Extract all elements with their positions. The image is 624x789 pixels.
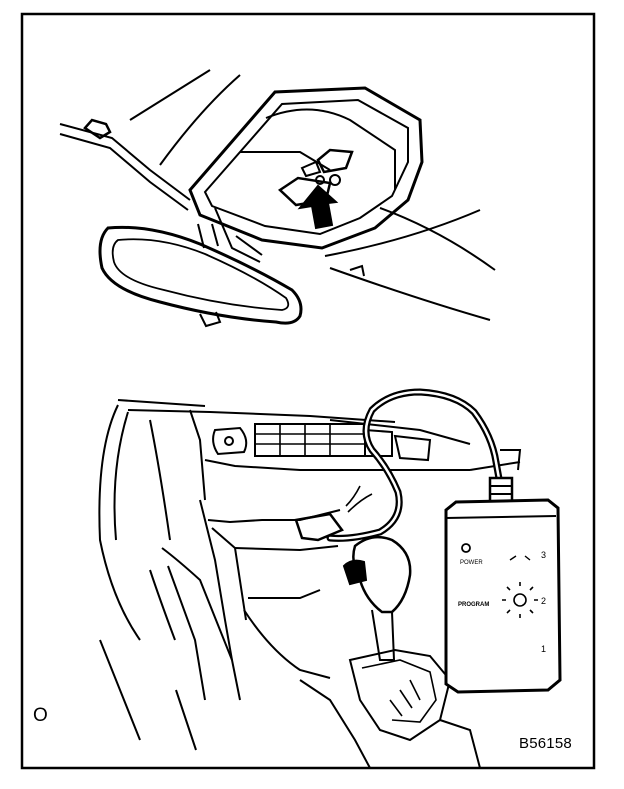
rear-view-mirror: [98, 225, 303, 325]
power-label: POWER: [460, 560, 483, 566]
overhead-console-view: [59, 69, 496, 328]
center-console-view: [98, 388, 522, 769]
program-indicator-icon: [502, 582, 538, 618]
channel-label-2: 2: [541, 596, 546, 606]
tester-body: [444, 498, 562, 694]
figure-frame: [20, 12, 596, 770]
button-indicator-arrow: [297, 184, 339, 230]
channel-label-1: 1: [541, 644, 546, 654]
vent-left: [212, 426, 248, 456]
channel-label-3: 3: [541, 550, 546, 560]
corner-mark: O: [33, 705, 48, 726]
program-tester: [444, 476, 562, 694]
lamp-lens-left: [316, 148, 354, 174]
power-indicator: [461, 543, 471, 553]
program-label: PROGRAM: [458, 602, 489, 608]
figure-id: B56158: [519, 735, 572, 752]
vent-center: [254, 423, 366, 457]
